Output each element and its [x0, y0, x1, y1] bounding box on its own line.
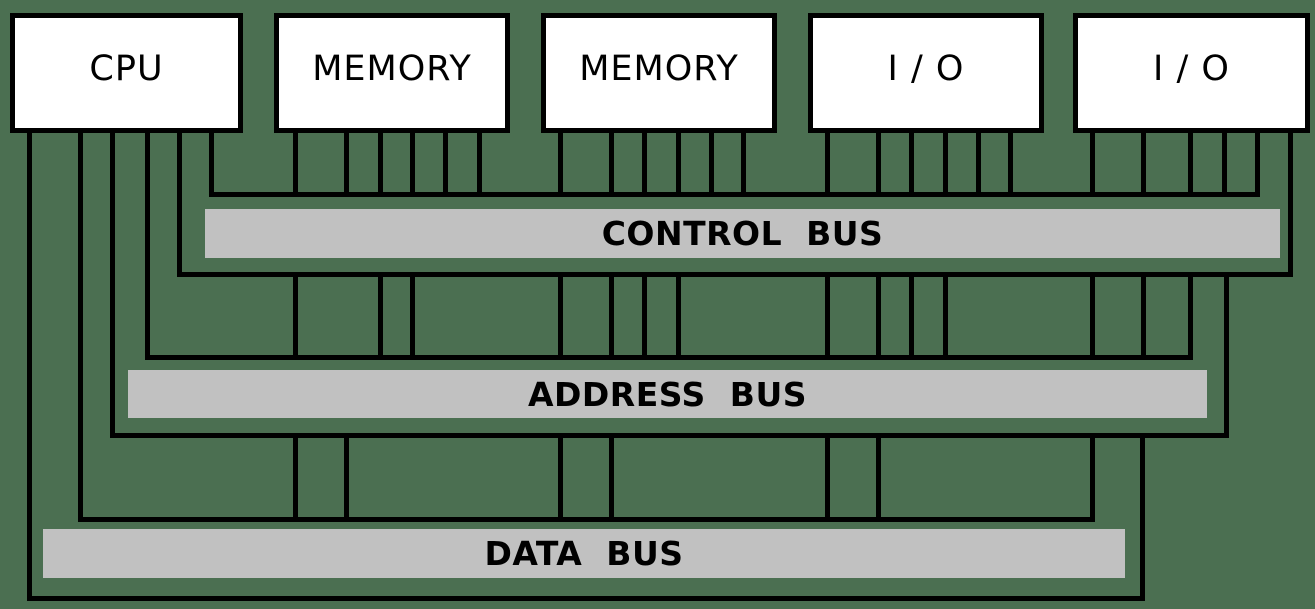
module-box-io-1: I / O: [808, 13, 1044, 133]
data-bus-upper-rail: [78, 517, 1095, 522]
control-to-address-drop: [609, 272, 614, 360]
module-label-memory-1: MEMORY: [312, 49, 472, 89]
data-bus-label: DATA BUS: [484, 534, 684, 573]
memory1-pin: [410, 133, 415, 197]
io1-pin: [876, 133, 881, 197]
control-to-address-drop: [410, 272, 415, 360]
control-to-address-drop: [293, 272, 298, 360]
address-bus-bar: ADDRESS BUS: [128, 370, 1207, 418]
memory1-pin: [477, 133, 482, 197]
cpu-address-upper-drop: [145, 133, 150, 360]
data-bus-lower-rail: [27, 596, 1145, 601]
module-box-cpu: CPU: [10, 13, 243, 133]
control-to-address-drop: [676, 272, 681, 360]
cpu-address-lower-drop: [110, 133, 115, 438]
io1-pin: [1008, 133, 1013, 197]
data-bus-bar: DATA BUS: [43, 529, 1125, 578]
module-label-memory-2: MEMORY: [579, 49, 739, 89]
module-box-memory-1: MEMORY: [274, 13, 510, 133]
io2-pin: [1222, 133, 1227, 197]
memory2-pin: [709, 133, 714, 197]
io2-pin: [1188, 133, 1193, 197]
control-to-address-drop: [642, 272, 647, 360]
memory2-pin: [741, 133, 746, 197]
address-to-data-drop: [1090, 433, 1095, 522]
memory2-pin: [676, 133, 681, 197]
memory1-pin: [344, 133, 349, 197]
control-bus-lower-rail: [177, 272, 1293, 277]
module-label-io-1: I / O: [887, 49, 965, 89]
address-to-data-drop: [293, 433, 298, 522]
module-label-io-2: I / O: [1153, 49, 1230, 89]
io1-pin: [976, 133, 981, 197]
control-to-address-drop: [909, 272, 914, 360]
io2-control-lower-drop: [1288, 133, 1293, 277]
address-to-data-drop: [825, 433, 830, 522]
memory1-pin: [443, 133, 448, 197]
address-to-data-drop: [558, 433, 563, 522]
cpu-control-upper-drop: [209, 133, 214, 197]
control-bus-upper-rail: [209, 192, 1260, 197]
control-to-address-drop: [1141, 272, 1146, 360]
memory2-pin: [609, 133, 614, 197]
control-to-address-drop: [558, 272, 563, 360]
address-to-data-lower-wrap: [1140, 433, 1145, 601]
control-to-address-drop: [943, 272, 948, 360]
io2-pin: [1090, 133, 1095, 197]
memory2-pin: [558, 133, 563, 197]
cpu-data-upper-drop: [78, 133, 83, 522]
module-box-memory-2: MEMORY: [541, 13, 777, 133]
address-bus-upper-rail: [145, 355, 1193, 360]
address-to-data-drop: [344, 433, 349, 522]
cpu-control-lower-drop: [177, 133, 182, 277]
module-box-io-2: I / O: [1073, 13, 1310, 133]
address-to-data-drop: [609, 433, 614, 522]
io1-pin: [825, 133, 830, 197]
address-bus-label: ADDRESS BUS: [527, 374, 808, 414]
control-to-address-drop: [825, 272, 830, 360]
io2-pin: [1141, 133, 1146, 197]
io2-pin: [1255, 133, 1260, 197]
address-to-data-drop: [876, 433, 881, 522]
control-bus-bar: CONTROL BUS: [205, 209, 1280, 258]
control-to-address-drop: [378, 272, 383, 360]
control-bus-label: CONTROL BUS: [601, 214, 884, 253]
control-to-address-drop: [876, 272, 881, 360]
memory1-pin: [293, 133, 298, 197]
cpu-data-lower-drop: [27, 133, 32, 601]
memory2-pin: [642, 133, 647, 197]
control-to-address-drop: [1188, 272, 1193, 360]
module-label-cpu: CPU: [89, 49, 164, 89]
address-bus-lower-rail: [110, 433, 1229, 438]
control-to-address-drop: [1090, 272, 1095, 360]
io1-pin: [909, 133, 914, 197]
memory1-pin: [378, 133, 383, 197]
control-to-address-lower-wrap: [1224, 272, 1229, 438]
io1-pin: [943, 133, 948, 197]
